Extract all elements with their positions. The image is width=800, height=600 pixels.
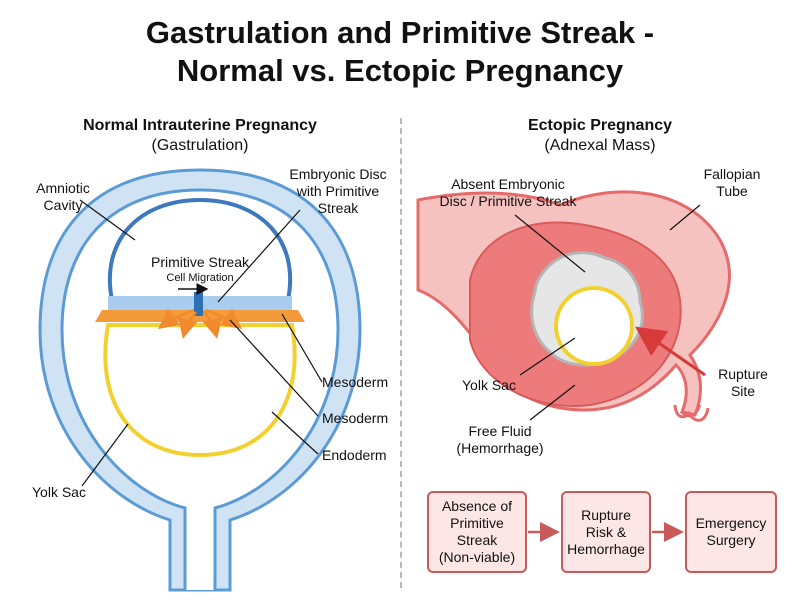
label-endoderm: Endoderm [322, 447, 387, 463]
label-yolk-sac-right: Yolk Sac [462, 377, 516, 393]
label-free-fluid: Free Fluid (Hemorrhage) [456, 423, 544, 456]
right-heading: Ectopic Pregnancy [527, 117, 673, 134]
label-mesoderm-2: Mesoderm [322, 410, 389, 426]
label-mesoderm-1: Mesoderm [322, 374, 389, 390]
left-heading: Normal Intrauterine Pregnancy [83, 117, 317, 134]
left-panel-heading: Normal Intrauterine Pregnancy (Gastrulat… [40, 116, 360, 156]
ectopic-yolk-sac [554, 286, 634, 366]
right-panel-heading: Ectopic Pregnancy (Adnexal Mass) [440, 116, 760, 156]
flow-box-absence-text: Absence of Primitive Streak (Non-viable) [438, 498, 516, 565]
label-embryonic-disc: Embryonic Disc with Primitive Streak [289, 166, 387, 216]
flow-box-rupture-risk-text: Rupture Risk & Hemorrhage [567, 506, 645, 557]
panel-divider [400, 118, 402, 588]
flow-box-rupture-risk: Rupture Risk & Hemorrhage [561, 491, 651, 573]
label-absent-disc: Absent Embryonic Disc / Primitive Streak [439, 176, 577, 209]
flow-box-emergency-surgery-text: Emergency Surgery [695, 515, 767, 548]
left-subheading: (Gastrulation) [151, 137, 249, 154]
flow-box-emergency-surgery: Emergency Surgery [685, 491, 777, 573]
rupture-arrow [635, 326, 706, 377]
label-primitive-streak: Primitive Streak [150, 254, 250, 270]
flow-box-absence: Absence of Primitive Streak (Non-viable) [427, 491, 527, 573]
label-yolk-sac-left: Yolk Sac [32, 484, 86, 500]
yolk-sac-shape [103, 323, 297, 458]
page-title: Gastrulation and Primitive Streak - Norm… [0, 14, 800, 90]
label-amniotic-cavity: Amniotic Cavity [36, 180, 90, 213]
primitive-streak-mark [194, 292, 203, 316]
right-subheading: (Adnexal Mass) [544, 137, 656, 154]
label-cell-migration: Cell Migration [166, 272, 234, 284]
amniotic-cavity-shape [107, 197, 293, 302]
label-rupture-site: Rupture Site [718, 366, 768, 399]
label-fallopian-tube: Fallopian Tube [703, 166, 761, 199]
title-line-1: Gastrulation and Primitive Streak - [145, 15, 655, 50]
title-line-2: Normal vs. Ectopic Pregnancy [176, 53, 624, 88]
